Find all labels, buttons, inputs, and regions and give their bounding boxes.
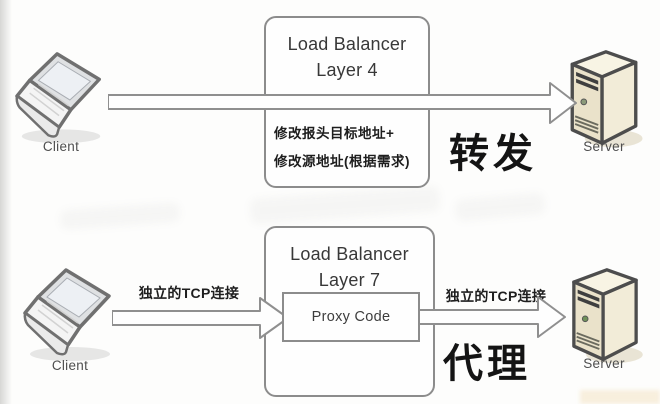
layer7-title-line1: Load Balancer bbox=[290, 244, 409, 264]
layer4-title-line1: Load Balancer bbox=[287, 34, 407, 54]
server-tower-icon bbox=[570, 50, 643, 148]
client-to-proxy-arrow bbox=[112, 297, 289, 339]
proxy-mode-label: 代理 bbox=[443, 342, 531, 386]
forward-flow-arrow bbox=[108, 82, 577, 124]
layer4-notes: 修改报头目标地址+ 修改源地址(根据需求) bbox=[274, 120, 410, 176]
layer7-title-line2: Layer 7 bbox=[318, 270, 381, 291]
layer4-title-line2: Layer 4 bbox=[316, 60, 378, 81]
proxy-to-server-arrow bbox=[416, 296, 566, 338]
layer4-note-line2: 修改源地址(根据需求) bbox=[274, 154, 410, 169]
server-label: Server bbox=[583, 139, 625, 154]
independent-tcp-connection-label-left: 独立的TCP连接 bbox=[138, 285, 240, 301]
server-tower-icon bbox=[572, 268, 643, 364]
client-label: Client bbox=[51, 358, 89, 373]
client-label: Client bbox=[42, 139, 80, 154]
faint-watermark-smudge bbox=[454, 192, 546, 222]
faint-watermark-smudge bbox=[59, 201, 181, 231]
layer4-note-line1: 修改报头目标地址+ bbox=[274, 126, 395, 141]
left-edge-shading bbox=[0, 0, 12, 404]
proxy-code-box: Proxy Code bbox=[282, 292, 420, 342]
corner-watermark-tint bbox=[580, 390, 660, 404]
layer7-box-title: Load Balancer Layer 7 bbox=[266, 228, 433, 293]
client-laptop-icon bbox=[23, 268, 111, 361]
server-label: Server bbox=[583, 356, 625, 371]
faint-watermark-smudge bbox=[249, 185, 441, 225]
independent-tcp-connection-label-right: 独立的TCP连接 bbox=[445, 288, 547, 304]
proxy-code-label: Proxy Code bbox=[311, 309, 391, 325]
forwarding-mode-label: 转发 bbox=[449, 132, 537, 176]
layer4-box-title: Load Balancer Layer 4 bbox=[266, 18, 428, 83]
client-laptop-icon bbox=[15, 52, 101, 144]
